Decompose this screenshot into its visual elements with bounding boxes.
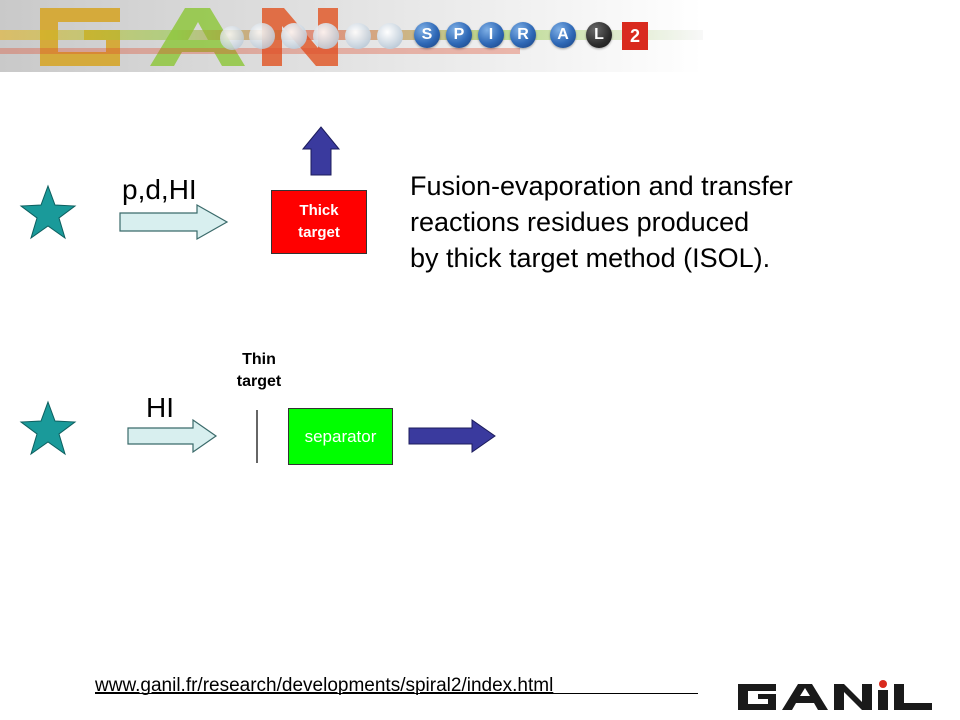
spiral-number-badge: 2 [622,22,648,50]
star-icon [19,400,77,456]
output-right-arrow [408,419,496,453]
description-line-2: reactions residues produced [410,207,750,237]
spiral-letter-l: L [586,22,612,48]
thin-target-label: Thin target [236,351,282,390]
description-line-1: Fusion-evaporation and transfer [410,171,793,201]
footer-rule [95,693,698,694]
star-icon [19,184,77,240]
footer-url-link[interactable]: www.ganil.fr/research/developments/spira… [95,675,554,696]
output-up-arrow [301,126,341,176]
spiral-letter-p: P [446,22,472,48]
spiral-letter-i: I [478,22,504,48]
thick-target-box: Thick target [271,190,367,254]
header-banner: S P I R A L 2 [0,0,703,72]
beam-arrow [119,203,229,241]
beam-label-row2: HI [146,392,174,423]
spiral-letter-a: A [550,22,576,48]
beam-label-row1: p,d,HI [122,174,197,205]
ganil-logo [736,678,936,719]
beam-arrow [127,418,218,454]
spiral-letter-s: S [414,22,440,48]
description-text: Fusion-evaporation and transfer reaction… [410,168,793,276]
thick-target-label: Thick target [298,202,340,241]
separator-label: separator [304,426,377,446]
ganil-logo-graphic [738,680,932,710]
banner-graphic [0,0,703,72]
description-line-3: by thick target method (ISOL). [410,243,771,273]
separator-box: separator [288,408,393,465]
spiral-letter-r: R [510,22,536,48]
